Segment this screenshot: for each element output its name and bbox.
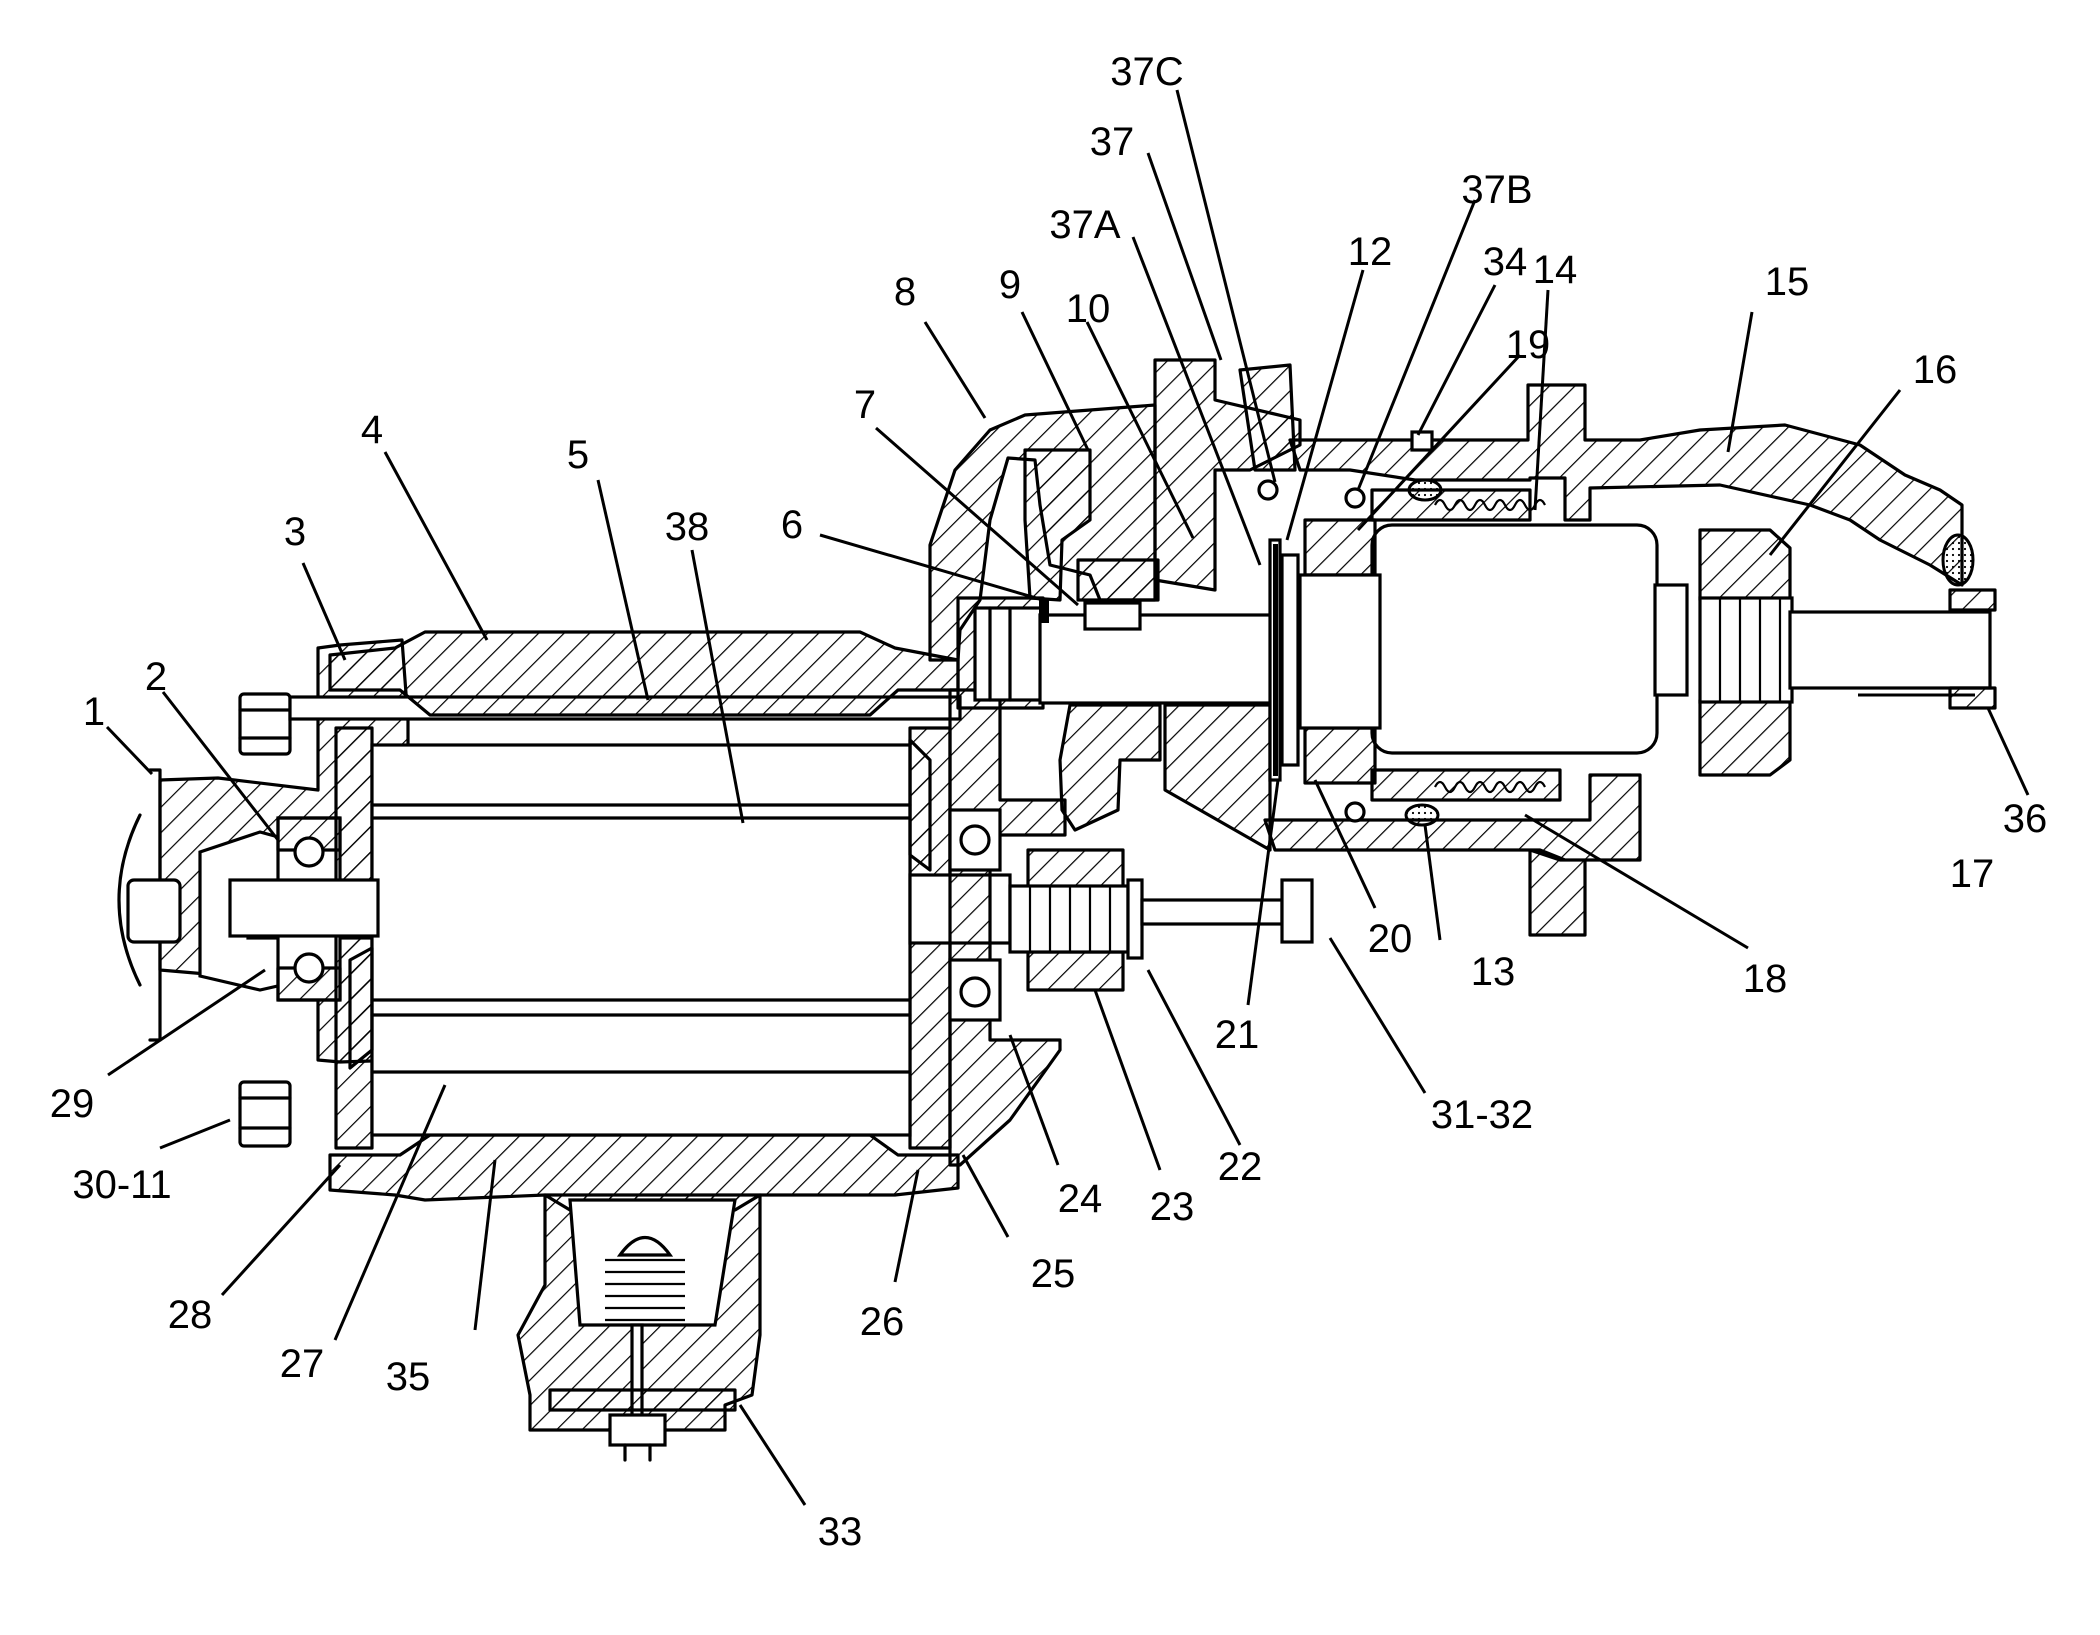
callout-5: 5	[567, 433, 589, 477]
pinion-shaft-bearing	[956, 596, 1049, 710]
output-shaft	[1038, 599, 1292, 705]
callout-34: 34	[1483, 240, 1528, 284]
clutch-assembly	[1268, 488, 1689, 802]
o-ring-seals	[1257, 430, 1443, 827]
callout-16: 16	[1913, 348, 1958, 392]
gear-housing	[928, 403, 1162, 832]
callout-24: 24	[1058, 1177, 1103, 1221]
callout-30-11: 30-11	[72, 1163, 171, 1207]
callout-1: 1	[83, 690, 105, 734]
callout-19: 19	[1506, 323, 1551, 367]
callout-8: 8	[894, 270, 916, 314]
callout-27: 27	[280, 1342, 325, 1386]
mounting-stud	[1140, 878, 1314, 944]
motor-frame-housing	[328, 630, 960, 1212]
callout-22: 22	[1218, 1145, 1263, 1189]
drive-pinion-gear	[1008, 848, 1144, 992]
callout-18: 18	[1743, 957, 1788, 1001]
nose-bushing	[1941, 533, 1997, 710]
callout-37A: 37A	[1049, 203, 1120, 247]
callout-38: 38	[665, 505, 710, 549]
callout-labels: 1 2 3 4 5 6 7 8 9 10 12 13 14 15 16 17 1…	[50, 50, 2048, 1554]
pinion-output-shaft	[1788, 610, 1992, 690]
callout-7: 7	[854, 383, 876, 427]
callout-17: 17	[1950, 852, 1995, 896]
callout-6: 6	[781, 503, 803, 547]
callout-37C: 37C	[1110, 50, 1183, 94]
callout-37: 37	[1090, 120, 1135, 164]
callout-25: 25	[1031, 1252, 1076, 1296]
callout-23: 23	[1150, 1185, 1195, 1229]
callout-35: 35	[386, 1355, 431, 1399]
callout-9: 9	[999, 263, 1021, 307]
callout-26: 26	[860, 1300, 905, 1344]
callout-29: 29	[50, 1082, 95, 1126]
callout-10: 10	[1066, 287, 1111, 331]
callout-37B: 37B	[1461, 168, 1532, 212]
callout-13: 13	[1471, 950, 1516, 994]
callout-3: 3	[284, 510, 306, 554]
switch-assembly	[516, 1193, 762, 1462]
callout-21: 21	[1215, 1013, 1260, 1057]
through-bolt-lower	[238, 1080, 292, 1148]
callout-31-32: 31-32	[1431, 1093, 1533, 1137]
leader-lines	[105, 89, 2030, 1506]
callout-36: 36	[2003, 797, 2048, 841]
callout-33: 33	[818, 1510, 863, 1554]
callout-12: 12	[1348, 230, 1393, 274]
callout-28: 28	[168, 1293, 213, 1337]
drive-end-plate	[948, 688, 1067, 1167]
callout-14: 14	[1533, 248, 1578, 292]
callout-15: 15	[1765, 260, 1810, 304]
callout-2: 2	[145, 655, 167, 699]
output-pinion	[1698, 528, 1794, 777]
callout-4: 4	[361, 408, 383, 452]
armature	[348, 738, 932, 1137]
callout-20: 20	[1368, 917, 1413, 961]
